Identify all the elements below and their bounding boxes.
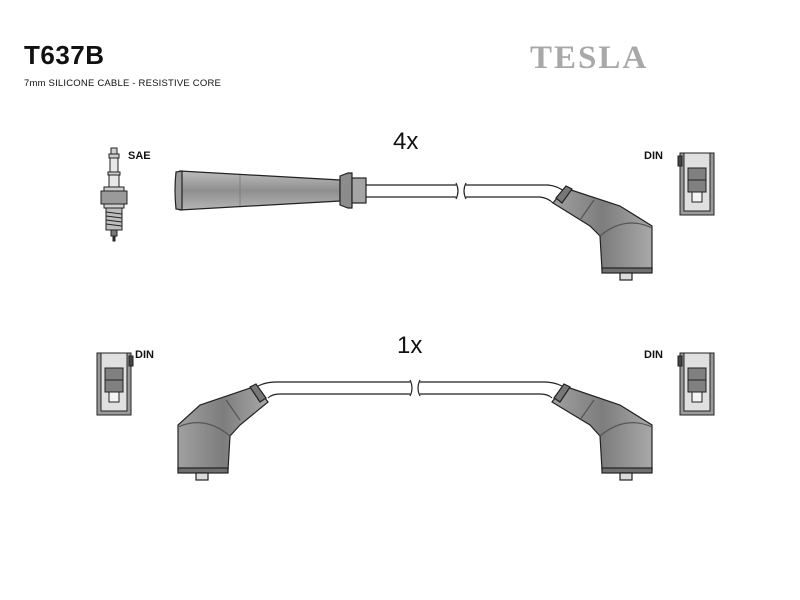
brand-logo: TESLA (530, 40, 649, 76)
top-set-quantity: 4x (393, 128, 419, 155)
din-terminal-icon-top-right (677, 152, 715, 216)
part-code: T637B (24, 40, 105, 70)
top-right-terminal-label: DIN (644, 150, 663, 162)
din-terminal-icon-bottom-right (677, 352, 715, 416)
din-terminal-icon-bottom-left (96, 352, 134, 416)
bottom-cable (177, 379, 653, 481)
bottom-set-quantity: 1x (397, 332, 423, 359)
cable-description: 7mm SILICONE CABLE - RESISTIVE CORE (24, 78, 222, 89)
bottom-right-terminal-label: DIN (644, 349, 663, 361)
top-left-terminal-label: SAE (128, 150, 151, 162)
top-cable (174, 170, 653, 281)
bottom-left-terminal-label: DIN (135, 349, 154, 361)
spark-plug-icon (100, 147, 128, 242)
